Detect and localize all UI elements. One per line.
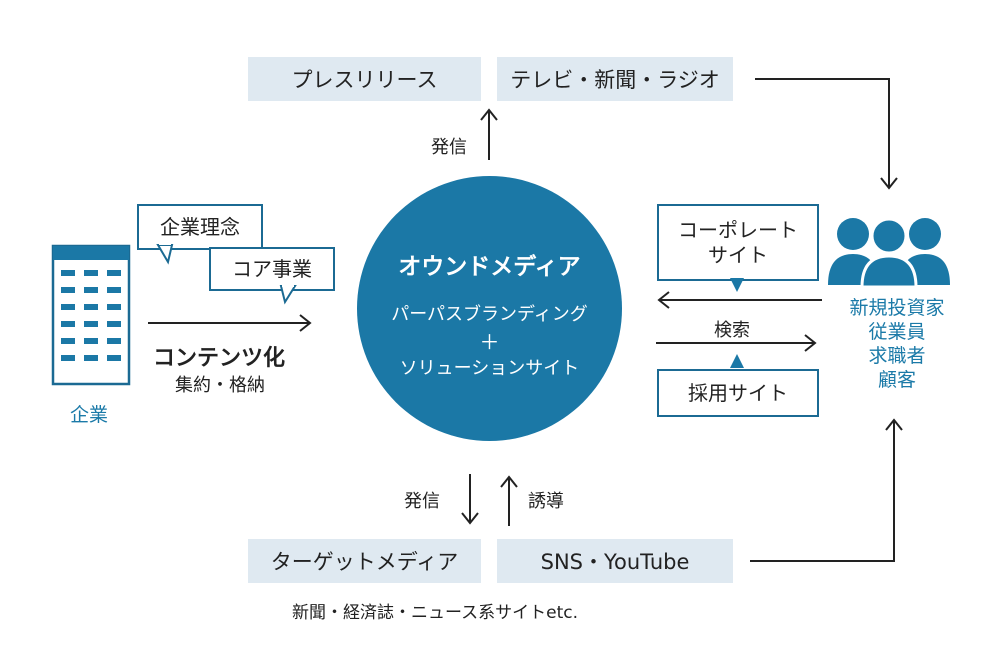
recruit-site-box: 採用サイト: [657, 369, 819, 417]
building-window: [61, 287, 75, 293]
building-window: [61, 270, 75, 276]
building-window: [61, 355, 75, 361]
content-title: コンテンツ化: [153, 346, 286, 371]
building-window: [84, 287, 98, 293]
audience-job-seekers: 求職者: [868, 345, 926, 367]
bottom-guide-label: 誘導: [528, 491, 564, 512]
owned-media-title: オウンドメディア: [398, 254, 581, 280]
owned-media-plus: ＋: [479, 330, 500, 354]
search-left-arrow: [657, 291, 822, 309]
company-to-media-arrow: [148, 314, 312, 332]
corporate-site-line1: コーポレート: [678, 217, 798, 242]
building-window: [61, 338, 75, 344]
building-window: [84, 338, 98, 344]
building-icon: [51, 244, 131, 386]
company-label: 企業: [70, 404, 109, 426]
building-window: [84, 321, 98, 327]
building-window: [107, 338, 121, 344]
top-send-arrow: [480, 108, 498, 160]
top-send-label: 発信: [431, 137, 467, 158]
sns-youtube-box: SNS・YouTube: [497, 539, 733, 583]
search-label: 検索: [714, 320, 750, 341]
media-to-audience-arrow: [755, 78, 898, 190]
people-icon: [828, 217, 950, 289]
owned-media-line2: ソリューションサイト: [399, 358, 580, 379]
bottom-send-label: 発信: [404, 491, 440, 512]
search-right-arrow: [656, 334, 817, 352]
bubble-core-tail: [279, 285, 297, 305]
bottom-send-arrow: [461, 474, 479, 525]
bubble-philosophy-label: 企業理念: [160, 214, 240, 239]
building-window: [107, 287, 121, 293]
owned-media-circle: [357, 176, 622, 441]
building-window: [107, 304, 121, 310]
bubble-core-business: コア事業: [209, 247, 335, 291]
building-window: [84, 304, 98, 310]
audience-investors: 新規投資家: [849, 297, 945, 319]
bubble-core-label: コア事業: [232, 256, 312, 281]
press-release-box: プレスリリース: [248, 57, 481, 101]
corporate-site-line2: サイト: [708, 242, 768, 267]
building-window: [107, 355, 121, 361]
audience-customers: 顧客: [877, 369, 916, 391]
tv-news-radio-box: テレビ・新聞・ラジオ: [497, 57, 733, 101]
building-window: [84, 270, 98, 276]
owned-media-line1: パーパスブランディング: [391, 304, 588, 325]
sns-youtube-label: SNS・YouTube: [540, 550, 690, 574]
building-window: [107, 321, 121, 327]
press-release-label: プレスリリース: [291, 68, 438, 92]
target-media-label: ターゲットメディア: [270, 550, 459, 574]
recruit-site-label: 採用サイト: [688, 380, 788, 405]
recruit-site-tail: [730, 354, 744, 368]
sns-to-audience-arrow: [750, 418, 903, 562]
audience-employees: 従業員: [868, 321, 926, 343]
media-note: 新聞・経済誌・ニュース系サイトetc.: [292, 603, 579, 623]
target-media-box: ターゲットメディア: [248, 539, 481, 583]
tv-news-radio-label: テレビ・新聞・ラジオ: [510, 68, 720, 92]
building-window: [61, 304, 75, 310]
bottom-guide-arrow: [500, 475, 518, 526]
building-window: [61, 321, 75, 327]
bubble-philosophy-tail: [156, 244, 174, 265]
building-window: [84, 355, 98, 361]
corporate-site-tail: [730, 278, 744, 292]
bubble-philosophy: 企業理念: [137, 204, 263, 250]
building-window: [107, 270, 121, 276]
content-subtitle: 集約・格納: [175, 375, 265, 396]
